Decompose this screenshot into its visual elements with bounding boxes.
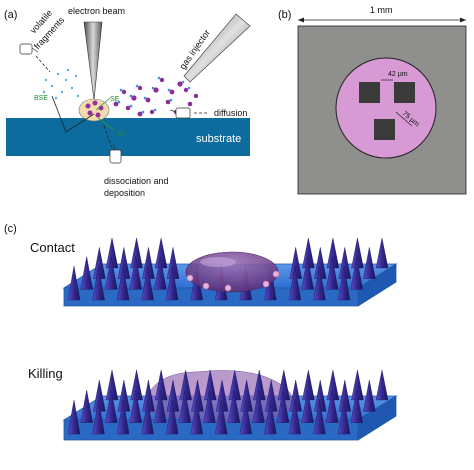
panel-b: (b) 1 mm 42 µm 75 µm — [278, 5, 467, 195]
spike — [67, 399, 81, 435]
spike — [203, 389, 216, 423]
bse-path — [51, 95, 95, 133]
spike — [264, 399, 277, 435]
bse-label: BSE — [34, 95, 48, 102]
pointing-hand-icon-deposition — [109, 143, 122, 164]
volatile-fragment-dots — [42, 68, 80, 100]
substrate-label: substrate — [196, 133, 241, 145]
dark-square-right — [394, 82, 415, 103]
spike — [375, 369, 389, 401]
width-arrow-right — [460, 17, 466, 23]
pointing-hand-icon-volatile — [19, 43, 39, 55]
spike — [104, 389, 118, 423]
spike — [363, 247, 376, 279]
spike — [116, 265, 130, 301]
spike — [80, 256, 93, 290]
spike — [116, 399, 130, 435]
spike — [325, 256, 339, 290]
spike — [129, 389, 142, 423]
panel-c: (c) Contact Killing — [4, 223, 398, 441]
panel-a-label: (a) — [4, 9, 17, 21]
bacterium-contact — [185, 251, 280, 293]
spike — [375, 237, 389, 269]
dark-square-bottom — [374, 119, 395, 140]
spike — [288, 265, 302, 301]
spike — [178, 389, 192, 423]
spike — [92, 399, 105, 435]
panel-c-label: (c) — [4, 223, 17, 235]
volatile-leader-line — [35, 55, 51, 73]
spike — [252, 389, 265, 423]
gap-label: 42 µm — [388, 71, 408, 78]
spike — [141, 265, 154, 301]
spike — [337, 399, 351, 435]
spike — [154, 389, 167, 423]
spike — [104, 256, 118, 290]
spike — [313, 399, 326, 435]
electron-beam-cone — [83, 21, 103, 101]
killing-label: Killing — [28, 366, 63, 381]
contact-label: Contact — [30, 240, 75, 255]
size-dimension-line — [395, 111, 413, 127]
spike — [363, 379, 376, 412]
substrate-block — [6, 118, 250, 156]
gas-injector-nozzle — [183, 13, 251, 83]
spike — [154, 256, 167, 290]
spike — [350, 389, 363, 423]
spike — [80, 389, 93, 423]
contact-spikes — [67, 237, 389, 301]
spike — [227, 389, 241, 423]
dissociation-label: dissociation and — [104, 176, 169, 186]
spike — [337, 265, 351, 301]
spike — [67, 265, 81, 301]
spike — [276, 389, 290, 423]
spike — [239, 399, 253, 435]
spike — [190, 399, 203, 435]
deposition-leader-line — [103, 125, 113, 149]
spike — [92, 265, 105, 301]
pink-circle — [335, 57, 437, 159]
deposition-label: deposition — [104, 188, 145, 198]
panel-b-label: (b) — [278, 9, 291, 21]
spike — [129, 256, 142, 290]
spike — [301, 256, 314, 290]
precursor-molecules — [113, 77, 199, 117]
spike — [350, 256, 363, 290]
width-arrow-left — [298, 17, 304, 23]
se-label-top: SE — [110, 96, 120, 103]
spike — [165, 399, 179, 435]
killing-spikes — [67, 369, 389, 435]
width-label: 1 mm — [370, 5, 393, 15]
pointing-hand-icon-diffusion — [169, 107, 191, 119]
spike — [288, 399, 302, 435]
se-arrow-bottom — [97, 117, 115, 131]
electron-beam-label: electron beam — [68, 6, 125, 16]
spike — [165, 265, 179, 301]
se-arrow-top — [95, 97, 111, 111]
se-label-bottom: SE — [116, 131, 126, 138]
spike — [141, 399, 154, 435]
panel-a: (a) substrate electron beam gas injector — [4, 6, 251, 198]
spike — [301, 389, 314, 423]
spike — [215, 399, 228, 435]
diffusion-label: diffusion — [214, 108, 247, 118]
dark-square-left — [359, 82, 380, 103]
spike — [313, 265, 326, 301]
spike — [325, 389, 339, 423]
